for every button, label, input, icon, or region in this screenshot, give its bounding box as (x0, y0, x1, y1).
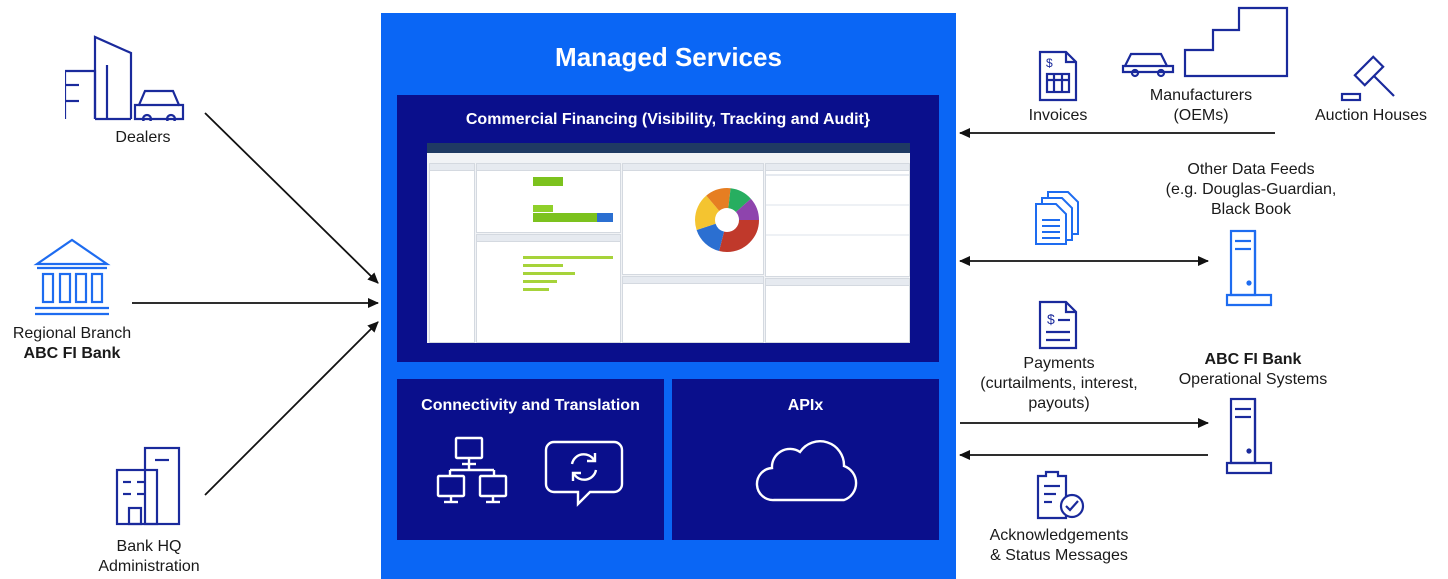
manufacturers-icon (1121, 6, 1291, 78)
auction-houses-label: Auction Houses (1314, 107, 1428, 124)
network-icon (436, 436, 514, 514)
app-quick-links-pane (429, 163, 475, 343)
payment-document-icon: $ (1038, 300, 1078, 350)
regional-branch-bank-label: ABC FI Bank (23, 345, 121, 362)
app-pane-6 (765, 278, 910, 343)
bank-building-icon (33, 238, 111, 316)
auction-gavel-icon (1340, 54, 1400, 104)
acknowledgements-label: Acknowledgements (989, 527, 1129, 544)
cloud-icon (752, 438, 864, 504)
apix-title: APIx (787, 397, 824, 414)
bank-hq-arrow (204, 321, 379, 496)
status-messages-label: & Status Messages (990, 547, 1128, 564)
documents-stack-icon (1034, 190, 1084, 246)
svg-text:$: $ (1047, 311, 1055, 327)
chat-sync-icon (544, 440, 624, 508)
dealers-building-icon (65, 35, 185, 121)
app-pane-2 (476, 234, 621, 343)
app-donut-chart (695, 188, 759, 252)
server-tower-icon (1225, 229, 1273, 309)
other-data-feeds-blackbook-label: Black Book (1210, 201, 1292, 218)
connectivity-title: Connectivity and Translation (421, 397, 640, 414)
manufacturers-label: Manufacturers (1149, 87, 1253, 104)
other-data-feeds-label: Other Data Feeds (1187, 161, 1315, 178)
application-screenshot (427, 143, 910, 343)
connectivity-panel (397, 379, 664, 540)
other-data-feeds-example-label: (e.g. Douglas-Guardian, (1165, 181, 1337, 198)
app-nav-bar (427, 143, 910, 153)
regional-branch-label: Regional Branch (12, 325, 132, 342)
payments-detail-label: (curtailments, interest, (980, 375, 1138, 392)
svg-text:$: $ (1046, 56, 1053, 70)
invoices-label: Invoices (1028, 107, 1088, 124)
bank-hq-admin-label: Administration (98, 558, 200, 575)
bank-hq-building-icon (115, 446, 183, 526)
dealers-arrow (204, 112, 379, 284)
oems-label: (OEMs) (1173, 107, 1229, 124)
server-tower-icon (1225, 397, 1273, 477)
apix-panel (672, 379, 939, 540)
dealers-label: Dealers (115, 129, 171, 146)
bank-hq-label: Bank HQ (116, 538, 182, 555)
operational-systems-label: Operational Systems (1178, 371, 1328, 388)
acknowledgement-checklist-icon (1032, 470, 1086, 520)
managed-services-title: Managed Services (555, 42, 782, 72)
app-pane-3 (622, 163, 764, 275)
app-pane-4 (622, 276, 764, 343)
app-pane-1 (476, 163, 621, 233)
payouts-label: payouts) (1028, 395, 1090, 412)
invoice-icon: $ (1038, 50, 1078, 102)
payments-label: Payments (1023, 355, 1095, 372)
app-pane-5 (765, 163, 910, 277)
commercial-financing-title: Commercial Financing (Visibility, Tracki… (465, 111, 871, 128)
abc-fi-bank-label: ABC FI Bank (1204, 351, 1302, 368)
